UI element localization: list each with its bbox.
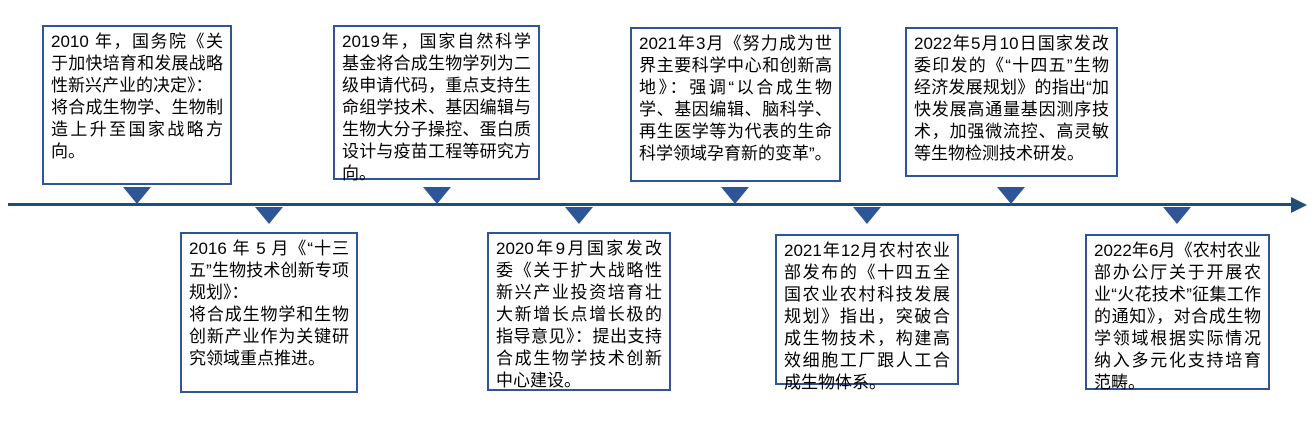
event-text-2020: 2020年9月国家发改委《关于扩大战略性新兴产业投资培育壮大新增长点增长极的指导… bbox=[496, 239, 662, 390]
timeline-marker-icon-2022-05 bbox=[997, 187, 1025, 204]
arrow-right-icon bbox=[1291, 196, 1307, 213]
timeline-axis bbox=[8, 196, 1307, 213]
event-text-2022-06: 2022年6月《农村农业部办公厅关于开展农业“火花技术”征集工作的通知》，对合成… bbox=[1094, 241, 1261, 392]
event-text-2021-12: 2021年12月农村农业部发布的《十四五全国农业农村科技发展规划》指出，突破合成… bbox=[784, 241, 950, 392]
event-text-2021-03: 2021年3月《努力成为世界主要科学中心和创新高地》：强调“以合成生物学、基因编… bbox=[639, 34, 832, 163]
timeline-marker-icon-2010 bbox=[123, 187, 151, 204]
timeline-marker-icon-2016 bbox=[255, 207, 283, 224]
timeline-event-2019: 2019年，国家自然科学基金将合成生物学列为二级申请代码，重点支持生命组学技术、… bbox=[333, 25, 540, 183]
event-text-2016: 2016 年 5 月《“十三五”生物技术创新专项规划》： 将合成生物学和生物创新… bbox=[189, 239, 349, 368]
timeline-marker-icon-2021-12 bbox=[853, 207, 881, 224]
event-text-2022-05: 2022年5月10日国家发改委印发的《“十四五”生物经济发展规划》的指出“加快发… bbox=[914, 34, 1109, 163]
timeline-marker-icon-2019 bbox=[423, 187, 451, 204]
timeline-event-2021-12: 2021年12月农村农业部发布的《十四五全国农业农村科技发展规划》指出，突破合成… bbox=[775, 234, 959, 392]
event-text-2019: 2019年，国家自然科学基金将合成生物学列为二级申请代码，重点支持生命组学技术、… bbox=[342, 32, 531, 183]
timeline-marker-icon-2020 bbox=[565, 207, 593, 224]
timeline-event-2010: 2010 年，国务院《关于加快培育和发展战略性新兴产业的决定》： 将合成生物学、… bbox=[42, 25, 232, 185]
timeline-event-2022-05: 2022年5月10日国家发改委印发的《“十四五”生物经济发展规划》的指出“加快发… bbox=[905, 27, 1118, 177]
timeline-event-2021-03: 2021年3月《努力成为世界主要科学中心和创新高地》：强调“以合成生物学、基因编… bbox=[630, 27, 841, 182]
timeline-event-2016: 2016 年 5 月《“十三五”生物技术创新专项规划》： 将合成生物学和生物创新… bbox=[180, 232, 358, 393]
timeline-event-2022-06: 2022年6月《农村农业部办公厅关于开展农业“火花技术”征集工作的通知》，对合成… bbox=[1085, 234, 1270, 392]
event-text-2010: 2010 年，国务院《关于加快培育和发展战略性新兴产业的决定》： 将合成生物学、… bbox=[51, 32, 223, 161]
timeline-marker-icon-2021-03 bbox=[721, 187, 749, 204]
timeline-event-2020: 2020年9月国家发改委《关于扩大战略性新兴产业投资培育壮大新增长点增长极的指导… bbox=[487, 232, 671, 391]
timeline-marker-icon-2022-06 bbox=[1163, 207, 1191, 224]
